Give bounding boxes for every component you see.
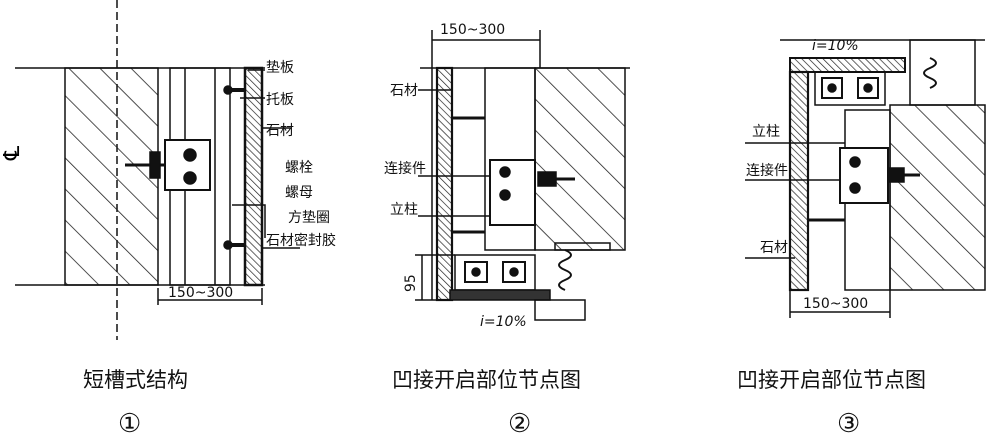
base-plate — [449, 289, 551, 301]
connector — [489, 159, 536, 226]
lower-block — [534, 299, 586, 321]
concrete-slab — [889, 104, 986, 291]
figure-2-recessed-joint — [415, 30, 630, 321]
figure-3-recessed-joint — [745, 39, 986, 318]
figure-3-title: 凹接开启部位节点图 — [737, 368, 926, 392]
figure-1-short-slot — [15, 0, 300, 340]
stone-panel — [788, 70, 810, 292]
figure-1-number: ① — [118, 409, 141, 439]
dimension-text: 150~300 — [803, 296, 868, 312]
label-sealant: 石材密封胶 — [266, 232, 336, 249]
figure-2-number: ② — [508, 409, 531, 439]
label-column: 立柱 — [752, 124, 780, 140]
top-plate — [789, 57, 906, 73]
label-stone: 石材 — [390, 83, 418, 99]
centerline-symbol: ℄ — [0, 145, 25, 161]
stone-panel — [435, 66, 454, 302]
seal-spring — [558, 249, 572, 291]
dimension-text: 150~300 — [440, 22, 505, 38]
label-connector: 连接件 — [746, 162, 788, 179]
upper-box — [909, 39, 976, 106]
label-stone: 石材 — [760, 240, 788, 256]
label-connector: 连接件 — [384, 160, 426, 177]
seal-spring — [923, 57, 937, 89]
label-stone: 石材 — [266, 123, 294, 139]
slope-text: i=10% — [812, 38, 859, 54]
height-dimension: 95 — [403, 274, 419, 292]
label-support-plate: 托板 — [266, 92, 294, 108]
slope-text: i=10% — [480, 314, 527, 330]
figure-1-title: 短槽式结构 — [83, 368, 188, 392]
stone-panel — [243, 66, 264, 287]
label-column: 立柱 — [390, 202, 418, 218]
figure-2-title: 凹接开启部位节点图 — [392, 368, 581, 392]
label-bolt: 螺栓 — [285, 160, 313, 176]
figure-3-number: ③ — [837, 409, 860, 439]
concrete-wall — [64, 67, 159, 286]
dimension-text: 150~300 — [168, 285, 233, 301]
label-nut: 螺母 — [285, 185, 313, 201]
top-bracket — [814, 71, 886, 106]
concrete-slab — [534, 67, 626, 251]
bottom-bracket — [454, 254, 536, 291]
label-pad-plate: 垫板 — [266, 60, 294, 76]
label-square-washer: 方垫圈 — [288, 210, 330, 226]
connector — [839, 147, 889, 204]
